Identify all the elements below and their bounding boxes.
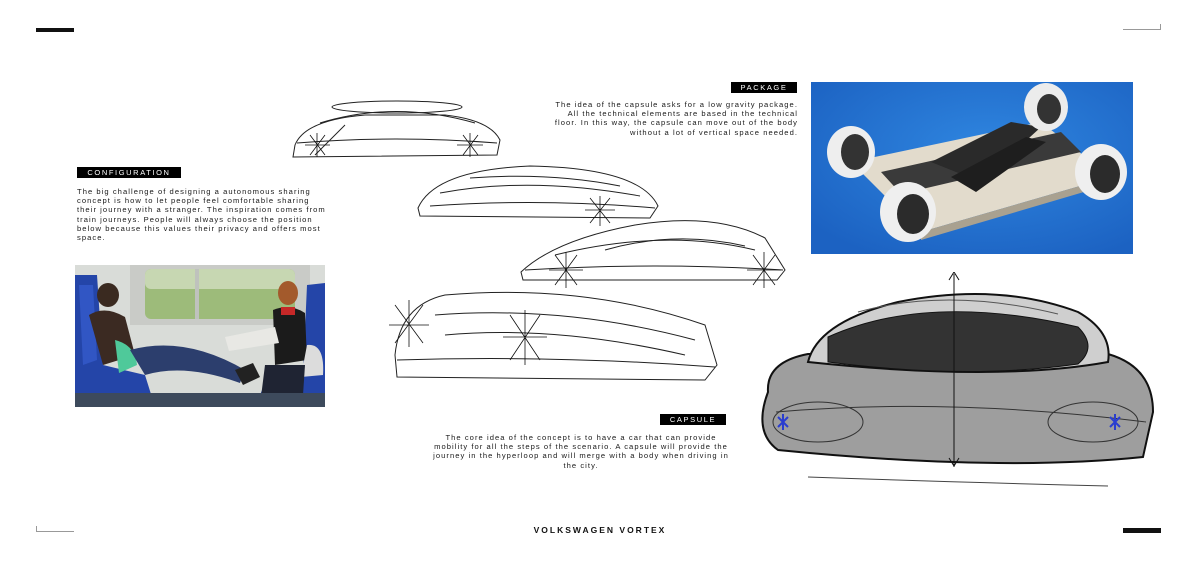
corner-mark-bottom-left-tick	[36, 526, 37, 532]
corner-mark-top-right-tick	[1160, 24, 1161, 30]
capsule-sketch	[748, 272, 1160, 494]
capsule-text: The core idea of the concept is to have …	[433, 433, 729, 470]
train-passengers-photo	[75, 265, 325, 407]
package-tag: PACKAGE	[731, 82, 797, 93]
package-text: The idea of the capsule asks for a low g…	[554, 100, 798, 137]
car-sketch-top	[285, 95, 505, 170]
corner-mark-bottom-right	[1123, 528, 1161, 533]
corner-mark-top-right	[1123, 29, 1161, 30]
configuration-tag: CONFIGURATION	[77, 167, 181, 178]
footer-title: VOLKSWAGEN VORTEX	[533, 525, 667, 535]
capsule-tag: CAPSULE	[660, 414, 726, 425]
car-sketch-second	[410, 158, 665, 230]
car-sketch-fourth	[385, 285, 725, 385]
corner-mark-top-left	[36, 28, 74, 32]
configuration-text: The big challenge of designing a autonom…	[77, 187, 326, 243]
corner-mark-bottom-left	[36, 531, 74, 532]
package-render-image	[811, 82, 1133, 254]
car-sketch-third	[515, 210, 790, 290]
